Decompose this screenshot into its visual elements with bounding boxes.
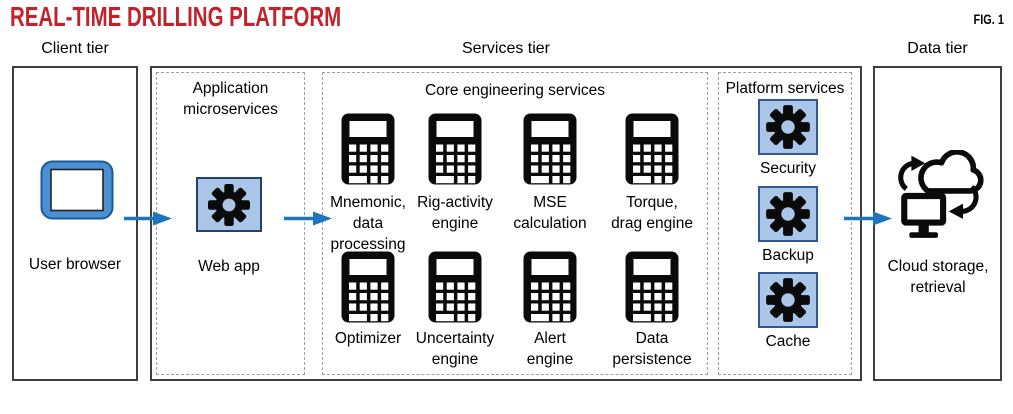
node-user-browser (40, 160, 114, 220)
node-mse-calculation (522, 112, 578, 186)
node-cache (758, 272, 818, 328)
browser-tablet-icon (40, 160, 114, 220)
node-label-torque-drag-engine: Torque, drag engine (611, 194, 693, 232)
node-label-mse-calculation: MSE calculation (513, 194, 587, 232)
arrow-platform-to-data-icon (844, 210, 892, 227)
node-label-mnemonic-data-processing: Mnemonic, data processing (330, 194, 406, 253)
client-tier-panel (12, 66, 138, 381)
page-title: REAL-TIME DRILLING PLATFORM (10, 1, 342, 32)
node-optimizer (340, 250, 396, 324)
arrow-client-to-services-icon (124, 210, 172, 227)
node-security (758, 99, 818, 155)
node-mnemonic-data-processing (340, 112, 396, 186)
node-rig-activity-engine (427, 112, 483, 186)
tier-label-data: Data tier (907, 40, 968, 57)
node-uncertainty-engine (427, 250, 483, 324)
node-data-persistence (624, 250, 680, 324)
group-platform-services (718, 72, 852, 375)
gear-icon (761, 275, 815, 325)
node-label-optimizer: Optimizer (334, 330, 402, 347)
tier-label-services: Services tier (461, 40, 551, 57)
node-label-user-browser: User browser (28, 256, 122, 273)
calculator-icon (340, 250, 396, 324)
figure-label: FIG. 1 (973, 11, 1004, 27)
tier-label-client: Client tier (41, 40, 109, 57)
gear-icon (201, 181, 257, 229)
calculator-icon (427, 112, 483, 186)
calculator-icon (624, 112, 680, 186)
group-core-engineering-services (322, 72, 708, 375)
node-label-backup: Backup (762, 247, 814, 264)
node-label-rig-activity-engine: Rig-activity engine (417, 194, 493, 232)
group-header-application-microservices: Application microservices (183, 80, 278, 118)
node-label-alert-engine: Alert engine (526, 330, 574, 368)
calculator-icon (624, 250, 680, 324)
group-header-core-engineering-services: Core engineering services (424, 82, 606, 99)
calculator-icon (522, 112, 578, 186)
arrow-webapp-to-core-icon (284, 210, 332, 227)
node-label-security: Security (760, 160, 816, 177)
node-alert-engine (522, 250, 578, 324)
node-label-data-persistence: Data persistence (612, 330, 692, 368)
group-header-platform-services: Platform services (725, 80, 845, 97)
node-torque-drag-engine (624, 112, 680, 186)
gear-icon (761, 189, 815, 239)
calculator-icon (427, 250, 483, 324)
node-cloud-storage (893, 150, 985, 242)
node-web-app (196, 177, 262, 232)
node-label-uncertainty-engine: Uncertainty engine (415, 330, 495, 368)
node-label-cloud-storage: Cloud storage, retrieval (887, 258, 989, 296)
node-label-web-app: Web app (198, 258, 260, 275)
node-label-cache: Cache (765, 333, 811, 350)
services-tier-panel (150, 66, 862, 381)
calculator-icon (340, 112, 396, 186)
cloud-sync-icon (893, 150, 985, 242)
gear-icon (761, 102, 815, 152)
node-backup (758, 186, 818, 242)
calculator-icon (522, 250, 578, 324)
